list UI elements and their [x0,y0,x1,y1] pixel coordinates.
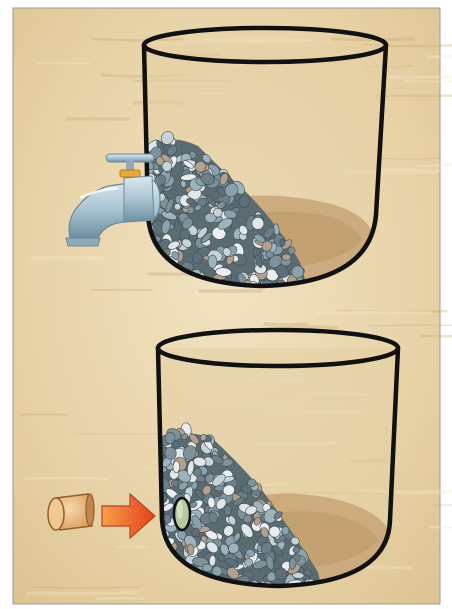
pebble [209,555,216,566]
sand-streak [20,414,68,415]
pebble [282,254,291,260]
pebble [293,546,300,553]
sand-streak [406,81,452,82]
sand-streak [418,165,452,166]
sand-streak [33,587,141,588]
sand-streak [431,527,452,528]
bottom-bucket [150,330,410,595]
pebble [224,505,232,516]
top-bucket [139,28,390,295]
sand-streak [92,39,183,40]
sand-streak [96,598,144,599]
cork-stopper-icon [48,494,94,530]
sand-streak [316,312,431,313]
sand-streak [25,478,107,479]
pebble [279,239,285,247]
sand-streak [286,327,337,328]
pebble [208,255,217,268]
sand-streak [265,324,306,325]
pebble [288,247,295,255]
pebble [173,461,180,473]
sand-streak [206,40,311,41]
